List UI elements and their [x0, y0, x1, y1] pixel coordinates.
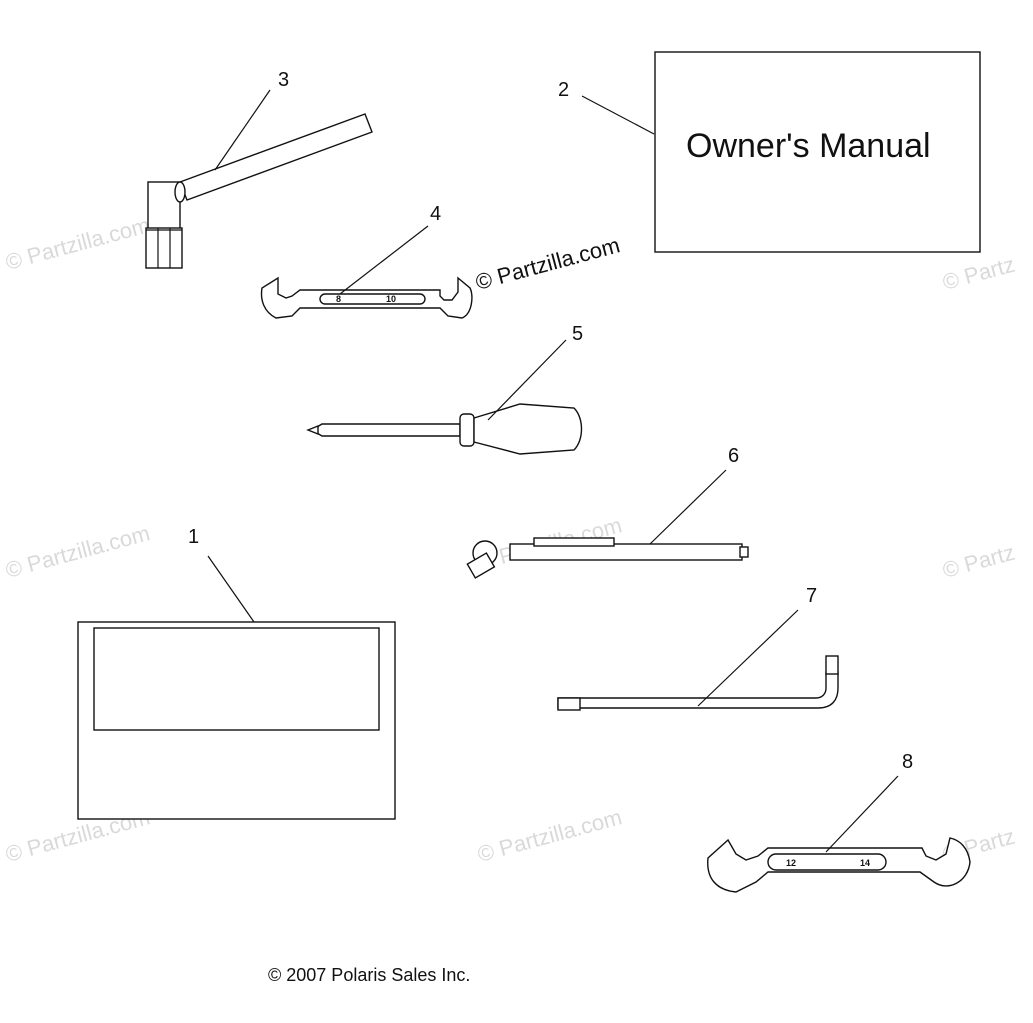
callout-1: 1 [188, 526, 199, 548]
leader-line-8 [825, 775, 899, 853]
callout-7: 7 [806, 585, 817, 607]
manual-outline [654, 51, 981, 253]
manual-title: Owner's Manual [686, 127, 931, 165]
extension-socket [466, 552, 496, 579]
socket-joint [174, 181, 186, 203]
watermark: © Partz [940, 252, 1018, 295]
screwdriver-handle [473, 403, 583, 455]
leader-line-1 [207, 555, 255, 623]
wrench-size-right: 14 [860, 858, 870, 868]
part-2-owners-manual: Owner's Manual 2 [558, 51, 981, 253]
screwdriver-shaft [310, 423, 461, 437]
leader-line-5 [487, 339, 567, 421]
wrench-size-left: 8 [336, 294, 341, 304]
callout-2: 2 [558, 79, 569, 101]
callout-5: 5 [572, 323, 583, 345]
leader-line-7 [697, 609, 799, 707]
leader-line-6 [649, 469, 727, 545]
screwdriver-collar [459, 413, 475, 447]
screwdriver-tip [306, 424, 319, 436]
part-5-screwdriver: 5 [306, 323, 583, 455]
callout-6: 6 [728, 445, 739, 467]
leader-line-3 [214, 89, 271, 171]
extension-end [739, 546, 749, 558]
part-4-small-wrench: 8 10 4 [260, 203, 473, 319]
leader-line-4 [339, 225, 429, 295]
leader-line-2 [581, 95, 655, 135]
watermark: © Partzilla.com [3, 520, 153, 583]
watermark: © Partzilla.com [475, 804, 625, 867]
hex-key-body [557, 671, 839, 709]
callout-3: 3 [278, 69, 289, 91]
part-8-large-wrench: 12 14 8 [707, 751, 971, 893]
part-6-extension-handle: 6 [466, 445, 749, 579]
wrench-handle [179, 113, 373, 201]
wrench-size-right: 10 [386, 294, 396, 304]
watermark-dark: © Partzilla.com [473, 232, 623, 295]
watermark: © Partzilla.com [3, 212, 153, 275]
extension-clip [533, 537, 615, 547]
part-7-hex-key: 7 [557, 585, 839, 711]
watermark: © Partz [940, 540, 1018, 583]
copyright-text: © 2007 Polaris Sales Inc. [268, 965, 470, 985]
hex-key-top-tip [825, 655, 839, 675]
wrench-slot [319, 293, 426, 305]
pouch-flap [93, 627, 380, 731]
part-1-tool-pouch: 1 [77, 526, 396, 820]
callout-4: 4 [430, 203, 441, 225]
hex-key-end-tip [557, 697, 581, 711]
part-3-spark-plug-wrench: 3 [145, 69, 373, 269]
wrench-size-left: 12 [786, 858, 796, 868]
callout-8: 8 [902, 751, 913, 773]
wrench-slot [767, 853, 887, 871]
socket-hex [145, 227, 183, 269]
